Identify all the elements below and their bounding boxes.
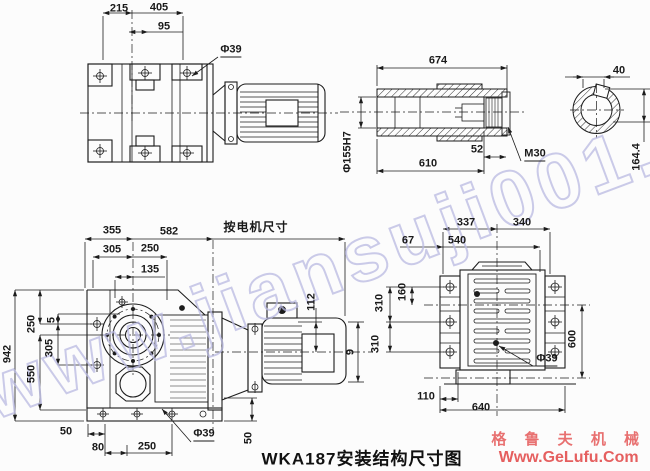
dim-50-bottom: 50 bbox=[59, 425, 73, 438]
dim-112: 112 bbox=[305, 293, 318, 311]
dim-215: 215 bbox=[109, 2, 129, 15]
dim-50-right: 50 bbox=[242, 431, 255, 445]
dim-600: 600 bbox=[566, 329, 579, 349]
motor-size-note: 按电机尺寸 bbox=[223, 220, 289, 234]
dim-405: 405 bbox=[149, 1, 169, 14]
dim-m30: M30 bbox=[524, 147, 546, 162]
dim-80: 80 bbox=[91, 441, 105, 454]
dim-355: 355 bbox=[102, 224, 122, 237]
dim-40: 40 bbox=[612, 64, 626, 77]
top-view-drawing bbox=[80, 10, 338, 163]
dim-110: 110 bbox=[417, 390, 435, 403]
dim-9: 9 bbox=[344, 348, 357, 356]
dim-942: 942 bbox=[1, 344, 14, 364]
dim-164-4: 164.4 bbox=[630, 143, 643, 171]
shaft-end-view-drawing bbox=[565, 74, 650, 142]
dim-phi39-front: Φ39 bbox=[193, 427, 215, 442]
dim-582: 582 bbox=[159, 225, 179, 238]
dim-phi39-top: Φ39 bbox=[220, 43, 242, 58]
dim-95: 95 bbox=[157, 20, 171, 33]
dim-250-top: 250 bbox=[140, 242, 160, 255]
dim-340: 340 bbox=[512, 216, 532, 229]
dim-337: 337 bbox=[456, 216, 476, 229]
dim-160: 160 bbox=[396, 282, 409, 302]
dim-5: 5 bbox=[45, 316, 58, 324]
brand-watermark-url: Www.GeLufu.Com bbox=[498, 448, 639, 466]
dim-52: 52 bbox=[470, 143, 484, 156]
dim-550: 550 bbox=[25, 364, 38, 384]
dim-310-upper: 310 bbox=[373, 293, 386, 313]
dim-67: 67 bbox=[401, 234, 415, 247]
dim-250-left: 250 bbox=[25, 314, 38, 334]
dim-640: 640 bbox=[471, 401, 491, 414]
brand-watermark: 格 鲁 夫 机 械 Www.GeLufu.Com bbox=[491, 431, 646, 467]
dim-310-lower: 310 bbox=[369, 334, 382, 354]
dim-674: 674 bbox=[428, 54, 448, 67]
brand-watermark-cn: 格 鲁 夫 机 械 bbox=[491, 431, 646, 449]
drawing-title: WKA187安装结构尺寸图 bbox=[261, 449, 463, 469]
dim-bore-155h7: Φ155H7 bbox=[341, 131, 354, 173]
rear-view-drawing bbox=[386, 224, 590, 416]
dim-610: 610 bbox=[418, 157, 438, 170]
dim-305-top: 305 bbox=[102, 243, 122, 256]
front-view-drawing bbox=[12, 236, 372, 456]
dim-540: 540 bbox=[447, 234, 467, 247]
dim-135: 135 bbox=[140, 263, 160, 276]
dim-phi39-rear: Φ39 bbox=[536, 352, 558, 367]
dim-250-bottom: 250 bbox=[137, 440, 157, 453]
dim-305-left: 305 bbox=[43, 338, 56, 358]
hollow-shaft-section-drawing bbox=[340, 65, 524, 174]
